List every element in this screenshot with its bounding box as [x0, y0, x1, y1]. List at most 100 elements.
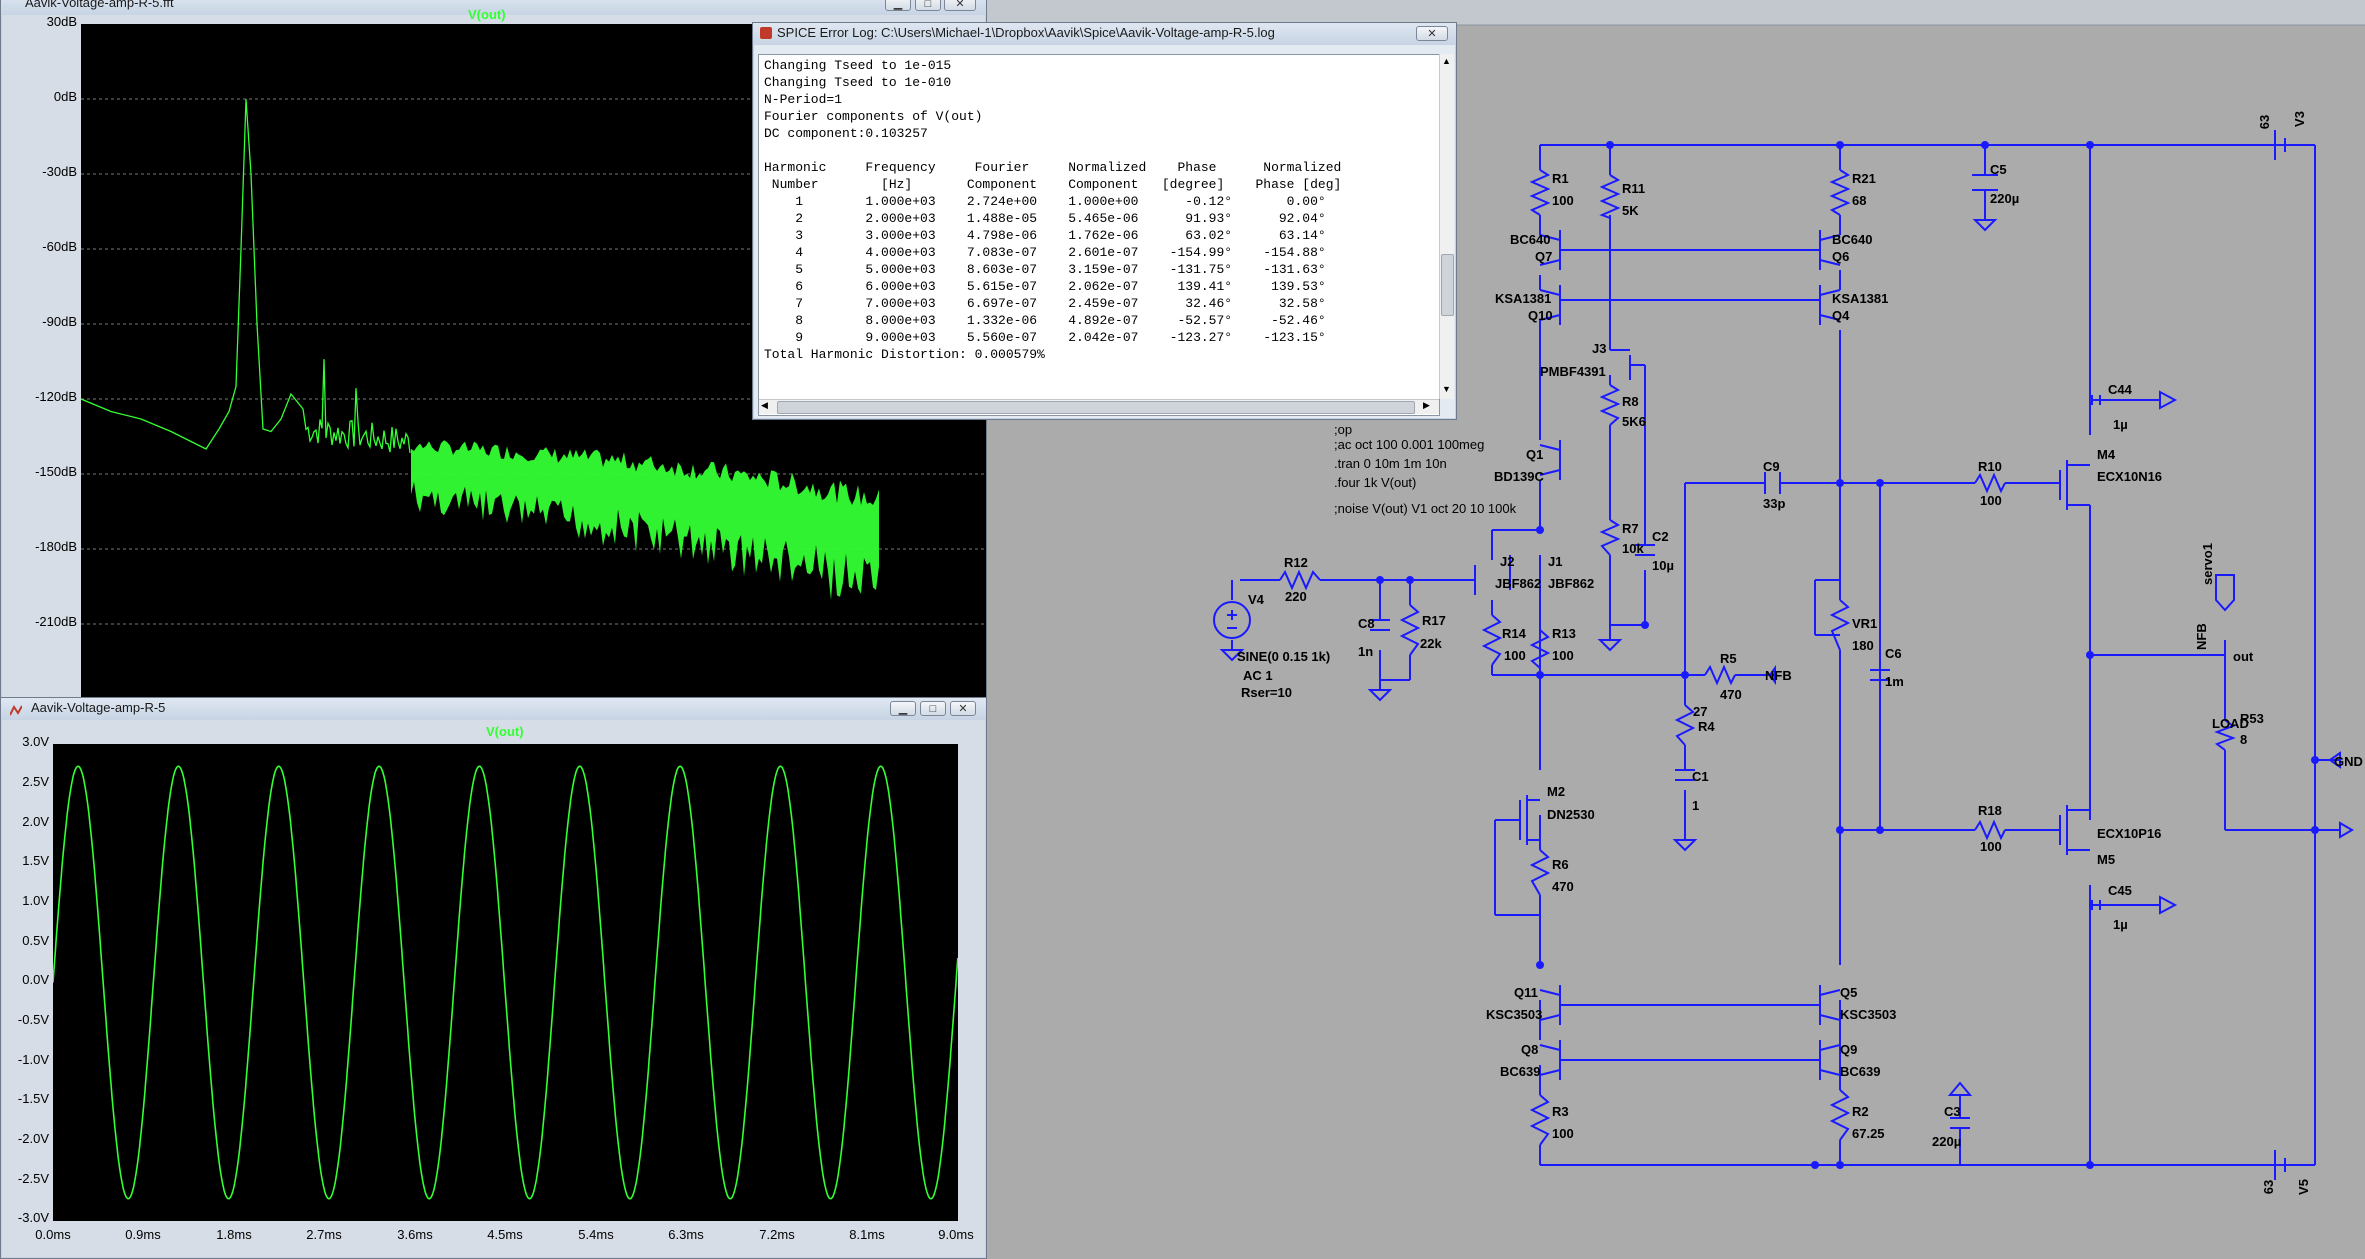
- label-q8: Q8: [1521, 1042, 1539, 1057]
- log-window-titlebar[interactable]: SPICE Error Log: C:\Users\Michael-1\Drop…: [753, 23, 1456, 45]
- label-j2: J2: [1500, 554, 1515, 569]
- transient-voltage-trace: [53, 765, 958, 1200]
- minimize-button[interactable]: ▁: [885, 0, 911, 11]
- label-r53-value: 8: [2240, 732, 2248, 747]
- log-hscroll-thumb[interactable]: [777, 401, 1415, 414]
- transient-ytick: -2.5V: [17, 1171, 49, 1186]
- fft-window-title: Aavik-Voltage-amp-R-5.fft: [25, 0, 174, 10]
- label-r21-value: 68: [1852, 193, 1867, 208]
- label-j1: J1: [1548, 554, 1563, 569]
- label-r1: R1: [1552, 171, 1569, 186]
- label-c1: C1: [1692, 769, 1709, 784]
- transient-plot-window[interactable]: Aavik-Voltage-amp-R-5 ▁ □ ✕ V(out) 3.0V …: [0, 697, 987, 1259]
- scroll-left-arrow-icon[interactable]: ◀: [761, 400, 768, 410]
- maximize-button[interactable]: □: [920, 701, 946, 716]
- fft-window-titlebar[interactable]: Aavik-Voltage-amp-R-5.fft ▁ □ ✕: [1, 0, 986, 15]
- log-vscroll-thumb[interactable]: [1441, 254, 1454, 316]
- log-line: Changing Tseed to 1e-010: [764, 75, 952, 90]
- label-r18-value: 100: [1980, 839, 2002, 854]
- label-m5: M5: [2097, 852, 2116, 867]
- label-q5: Q5: [1840, 985, 1858, 1000]
- maximize-button[interactable]: □: [915, 0, 941, 11]
- label-r3-value: 100: [1552, 1126, 1574, 1141]
- log-line: 6 6.000e+03 5.615e-07 2.062e-07 139.41° …: [764, 279, 1326, 294]
- label-q9: Q9: [1840, 1042, 1858, 1057]
- scroll-right-arrow-icon[interactable]: ▶: [1423, 400, 1430, 410]
- transient-xtick: 6.3ms: [668, 1227, 704, 1242]
- label-q10: Q10: [1528, 308, 1553, 323]
- transient-trace-label[interactable]: V(out): [486, 724, 524, 739]
- transient-window-titlebar[interactable]: Aavik-Voltage-amp-R-5 ▁ □ ✕: [1, 698, 986, 720]
- label-q6: Q6: [1832, 249, 1850, 264]
- log-line: 7 7.000e+03 6.697e-07 2.459e-07 32.46° 3…: [764, 296, 1326, 311]
- label-q4: Q4: [1832, 308, 1850, 323]
- label-r7: R7: [1622, 521, 1639, 536]
- label-v5-value: 63: [2261, 1179, 2277, 1195]
- transient-xtick: 0.0ms: [35, 1227, 71, 1242]
- label-sine-source: SINE(0 0.15 1k): [1237, 649, 1331, 664]
- label-jbf862-j1: JBF862: [1548, 576, 1595, 591]
- label-r12: R12: [1284, 555, 1308, 570]
- label-dn2530: DN2530: [1547, 807, 1595, 822]
- label-ksa1381-q10: KSA1381: [1495, 291, 1552, 306]
- label-bc640-q6: BC640: [1832, 232, 1873, 247]
- spice-error-log-window[interactable]: SPICE Error Log: C:\Users\Michael-1\Drop…: [752, 22, 1457, 420]
- label-r14: R14: [1502, 626, 1526, 641]
- scroll-up-arrow-icon[interactable]: ▲: [1442, 56, 1451, 66]
- log-line: 8 8.000e+03 1.332e-06 4.892e-07 -52.57° …: [764, 313, 1326, 328]
- log-line: 1 1.000e+03 2.724e+00 1.000e+00 -0.12° 0…: [764, 194, 1326, 209]
- label-ecx10p16: ECX10P16: [2097, 826, 2162, 841]
- label-c5: C5: [1990, 162, 2007, 177]
- label-nfb-input: NFB: [1765, 668, 1792, 683]
- label-ksc3503-q5: KSC3503: [1840, 1007, 1897, 1022]
- label-c6: C6: [1885, 646, 1902, 661]
- schematic-symbols: [1213, 130, 2354, 1180]
- close-button[interactable]: ✕: [944, 0, 976, 11]
- label-bc640-q7: BC640: [1510, 232, 1551, 247]
- transient-ytick: -3.0V: [17, 1210, 49, 1225]
- log-vertical-scrollbar[interactable]: ▲ ▼: [1439, 54, 1454, 399]
- label-bc639-q9: BC639: [1840, 1064, 1881, 1079]
- fft-trace-label[interactable]: V(out): [468, 7, 506, 22]
- close-button[interactable]: ✕: [950, 701, 976, 716]
- log-line: Fourier components of V(out): [764, 109, 983, 124]
- fft-ytick: -60dB: [42, 239, 77, 254]
- ltspice-app-icon: [760, 27, 772, 39]
- label-r13: R13: [1552, 626, 1576, 641]
- label-r1-value: 100: [1552, 193, 1574, 208]
- log-line: 2 2.000e+03 1.488e-05 5.465e-06 91.93° 9…: [764, 211, 1326, 226]
- label-m4: M4: [2097, 447, 2116, 462]
- minimize-button[interactable]: ▁: [890, 701, 916, 716]
- label-load: LOAD: [2212, 716, 2249, 731]
- spice-directive-ac: ;ac oct 100 0.001 100meg: [1334, 437, 1485, 452]
- label-bd139c: BD139C: [1494, 469, 1544, 484]
- log-line: Changing Tseed to 1e-015: [764, 58, 952, 73]
- log-horizontal-scrollbar[interactable]: ◀ ▶: [759, 399, 1439, 414]
- label-r12-value: 220: [1285, 589, 1307, 604]
- fft-ytick: 30dB: [46, 14, 77, 29]
- schematic-resistors: [1279, 169, 2236, 1146]
- log-line: 9 9.000e+03 5.560e-07 2.042e-07 -123.27°…: [764, 330, 1326, 345]
- label-jbf862-j2: JBF862: [1495, 576, 1542, 591]
- label-c45: C45: [2108, 883, 2132, 898]
- transient-ytick: 2.5V: [22, 774, 49, 789]
- label-c44: C44: [2108, 382, 2132, 397]
- label-nfb-net: NFB: [2194, 623, 2209, 650]
- label-q11: Q11: [1514, 985, 1538, 1000]
- label-r13-value: 100: [1552, 648, 1574, 663]
- close-button[interactable]: ✕: [1416, 26, 1448, 41]
- fft-ytick: -150dB: [35, 464, 77, 479]
- label-r4-value: 27: [1693, 704, 1708, 719]
- transient-ytick: 1.0V: [22, 893, 49, 908]
- transient-plot-area[interactable]: [53, 744, 958, 1221]
- label-r11-value: 5K: [1622, 203, 1639, 218]
- scroll-down-arrow-icon[interactable]: ▼: [1442, 384, 1451, 394]
- fft-ytick: -90dB: [42, 314, 77, 329]
- label-r2-value: 67.25: [1852, 1126, 1885, 1141]
- label-r53: R53: [2240, 711, 2264, 726]
- fft-ytick: -210dB: [35, 614, 77, 629]
- log-line: 3 3.000e+03 4.798e-06 1.762e-06 63.02° 6…: [764, 228, 1326, 243]
- log-line: Harmonic Frequency Fourier Normalized Ph…: [764, 160, 1342, 175]
